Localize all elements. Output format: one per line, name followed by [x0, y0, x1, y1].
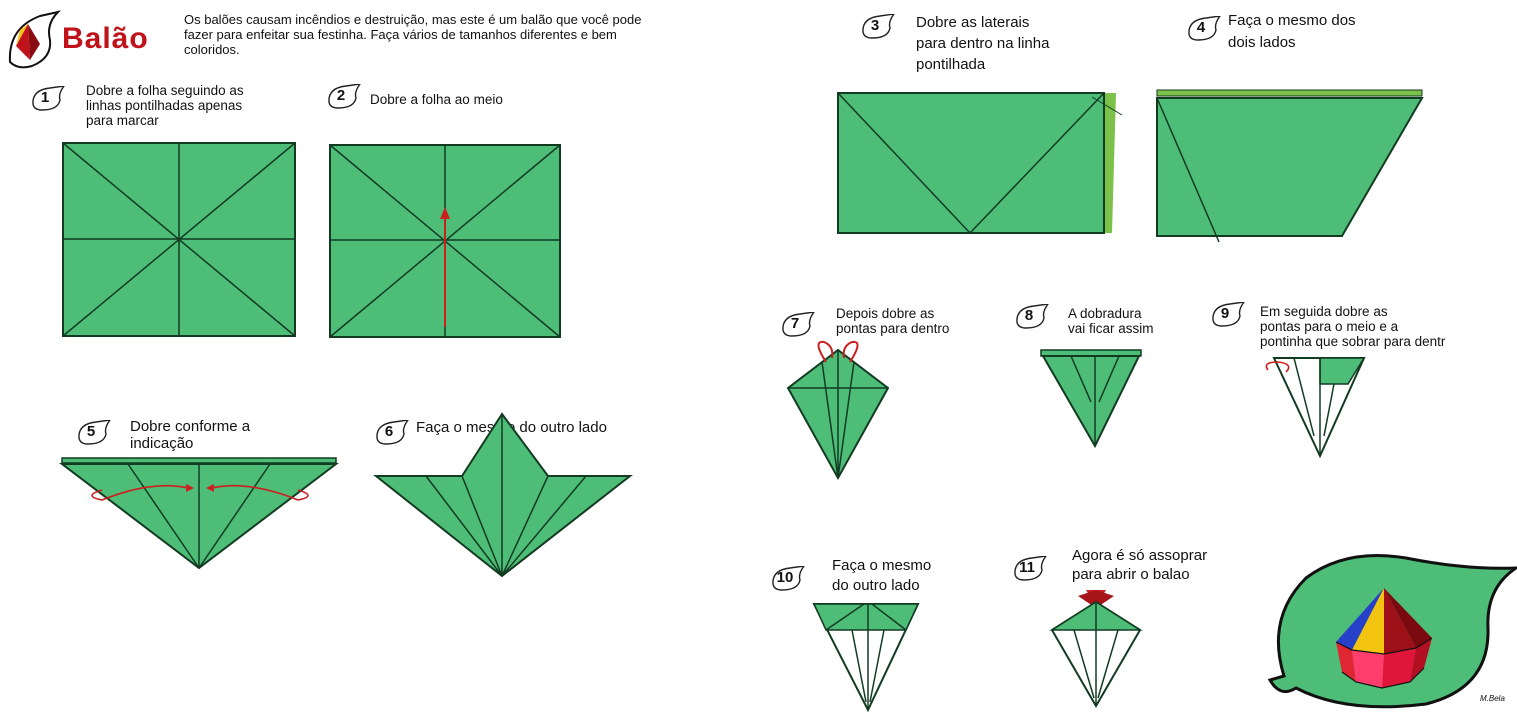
step-11-text: Agora é só assoprar para abrir o balao [1072, 546, 1207, 584]
step-badge-1: 1 [30, 86, 65, 111]
step-4-diagram [1156, 89, 1424, 243]
step-10-text: Faça o mesmo do outro lado [832, 556, 931, 596]
step-badge-7: 7 [780, 312, 815, 337]
text-line: pontilhada [916, 56, 986, 73]
text-line: Dobre conforme a [130, 418, 251, 435]
text-line: para dentro na linha [916, 35, 1050, 52]
step-8-diagram [1040, 349, 1142, 449]
step-2-diagram [329, 144, 561, 338]
step-number: 2 [336, 87, 346, 104]
step-badge-8: 8 [1014, 304, 1049, 329]
step-7-text: Depois dobre as pontas para dentro [836, 306, 949, 336]
text-line: linhas pontilhadas apenas [86, 98, 243, 113]
text-line: do outro lado [832, 577, 920, 594]
step-5-text: Dobre conforme a indicação [130, 418, 250, 452]
step-5-diagram [59, 457, 339, 570]
text-line: pontas para o meio e a [1260, 319, 1399, 334]
step-badge-3: 3 [860, 14, 895, 39]
step-9-diagram [1265, 357, 1366, 459]
step-number: 3 [870, 17, 880, 34]
step-badge-2: 2 [326, 84, 361, 109]
text-line: dois lados [1228, 34, 1296, 51]
step-badge-4: 4 [1186, 16, 1221, 41]
text-line: Depois dobre as [836, 306, 935, 321]
step-number: 9 [1220, 305, 1230, 322]
intro-text: Os balões causam incêndios e destruição,… [184, 12, 642, 57]
text-line: Faça o mesmo [832, 557, 932, 574]
step-6-diagram [373, 412, 633, 578]
step-3-diagram [837, 92, 1123, 234]
finished-balloon-illustration [1267, 554, 1517, 709]
signature: M.Bela [1480, 694, 1505, 703]
step-number: 1 [40, 89, 50, 106]
step-1-diagram [62, 142, 296, 337]
text-line: pontas para dentro [836, 321, 950, 336]
step-number: 5 [86, 423, 96, 440]
step-badge-10: 10 [770, 566, 805, 591]
text-line: vai ficar assim [1068, 321, 1154, 336]
step-number: 10 [776, 569, 794, 586]
step-3-text: Dobre as laterais para dentro na linha p… [916, 12, 1049, 75]
step-8-text: A dobradura vai ficar assim [1068, 306, 1154, 336]
text-line: Dobre as laterais [916, 14, 1030, 31]
step-number: 6 [384, 423, 394, 440]
text-line: pontinha que sobrar para dentr [1260, 334, 1446, 349]
step-11-diagram [1049, 590, 1143, 708]
arrow-up-icon [440, 207, 450, 219]
text-line: Dobre a folha ao meio [370, 92, 503, 107]
step-badge-11: 11 [1012, 556, 1047, 581]
text-line: Dobre a folha seguindo as [86, 83, 244, 98]
step-badge-6: 6 [374, 420, 409, 445]
step-number: 7 [790, 315, 800, 332]
step-number: 8 [1024, 307, 1034, 324]
text-line: indicação [130, 435, 194, 452]
step-10-diagram [812, 603, 920, 712]
step-9-text: Em seguida dobre as pontas para o meio e… [1260, 304, 1515, 349]
balloon-logo-icon [8, 10, 62, 69]
step-badge-5: 5 [76, 420, 111, 445]
text-line: para marcar [86, 113, 159, 128]
text-line: Em seguida dobre as [1260, 304, 1388, 319]
step-4-text: Faça o mesmo dos dois lados [1228, 10, 1356, 54]
text-line: Agora é só assoprar [1072, 547, 1208, 564]
step-1-text: Dobre a folha seguindo as linhas pontilh… [86, 83, 244, 128]
text-line: A dobradura [1068, 306, 1142, 321]
step-number: 4 [1196, 19, 1206, 36]
text-line: para abrir o balao [1072, 566, 1190, 583]
step-number: 11 [1019, 559, 1035, 576]
step-badge-9: 9 [1210, 302, 1245, 327]
step-2-text: Dobre a folha ao meio [370, 92, 503, 107]
step-7-diagram [786, 340, 890, 481]
text-line: Faça o mesmo dos [1228, 12, 1356, 29]
page-title: Balão [62, 22, 149, 55]
